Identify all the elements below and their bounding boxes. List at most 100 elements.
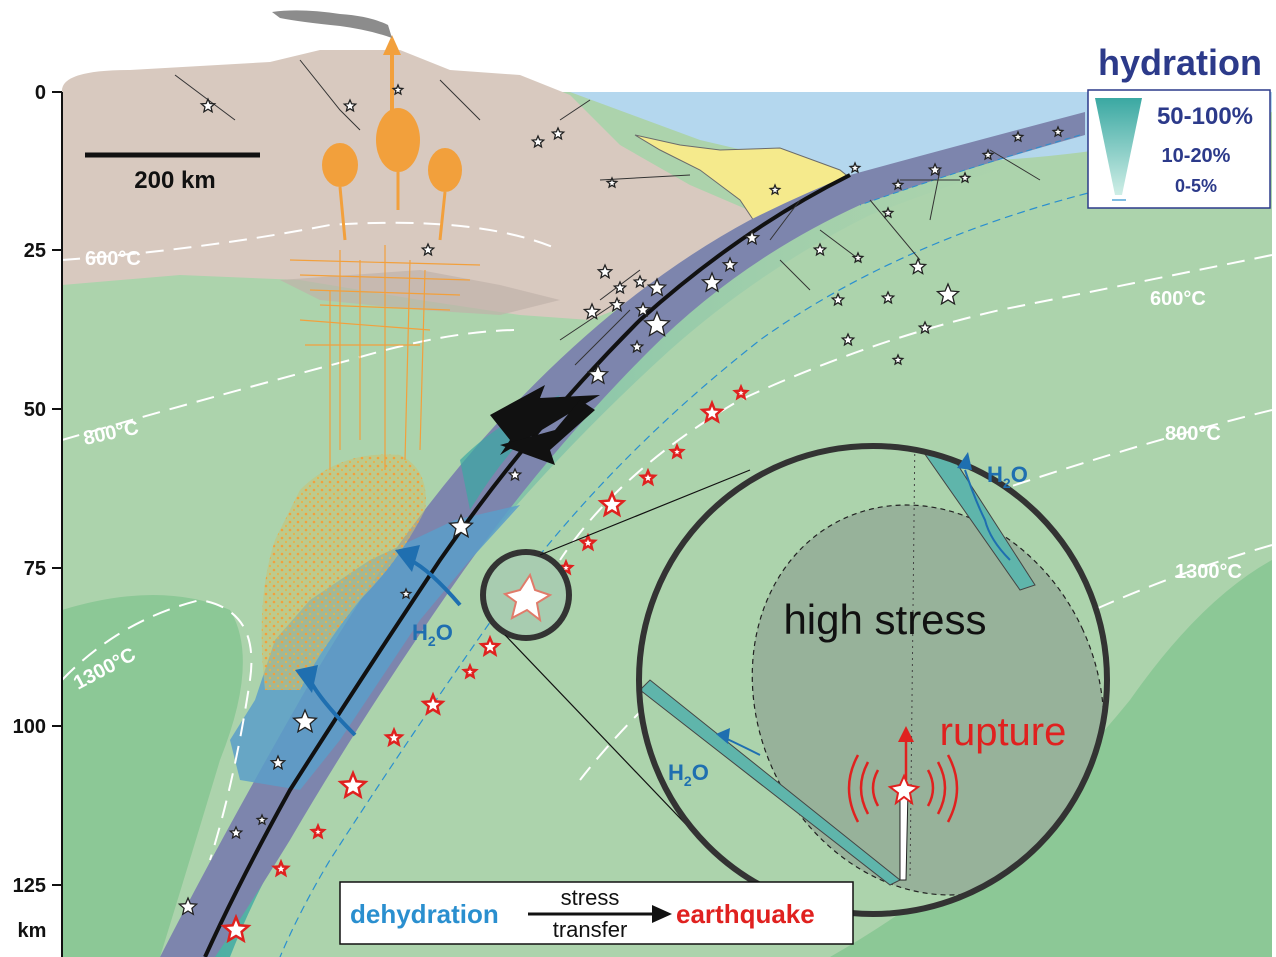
h2o-label-vein-lower: H2O xyxy=(668,760,709,789)
deep-mantle-left xyxy=(62,595,243,957)
red-earthquake-star xyxy=(383,726,405,748)
white-earthquake-star xyxy=(880,290,896,305)
white-earthquake-star xyxy=(848,161,862,174)
white-earthquake-star xyxy=(891,178,905,191)
red-earthquake-star xyxy=(478,634,502,657)
connector-top xyxy=(539,469,751,556)
h2o-arrowhead-1 xyxy=(395,545,420,572)
white-earthquake-star xyxy=(391,83,405,96)
caption-earthquake: earthquake xyxy=(676,899,815,929)
white-earthquake-star xyxy=(291,708,319,734)
red-earthquake-star xyxy=(309,822,327,840)
plate-interface xyxy=(203,173,851,957)
white-earthquake-star xyxy=(881,206,895,219)
depth-unit: km xyxy=(18,920,47,942)
rupture-arrowhead xyxy=(898,726,914,742)
white-earthquake-star xyxy=(935,282,961,306)
hydration-legend-wedge xyxy=(1095,98,1142,195)
shear-arrows xyxy=(490,385,600,465)
white-earthquake-star xyxy=(530,134,546,149)
white-earthquake-star xyxy=(700,271,724,293)
white-earthquake-star xyxy=(851,251,865,264)
hydration-level-low: 0-5% xyxy=(1175,176,1217,196)
caption-dehydration: dehydration xyxy=(350,899,499,929)
isotherm-label-600-left: 600°C xyxy=(85,248,141,270)
white-earthquake-star xyxy=(642,310,672,337)
volcanic-plume xyxy=(272,10,392,38)
white-earthquake-star xyxy=(399,587,413,600)
white-earthquake-star xyxy=(908,257,928,275)
red-earthquake-stars xyxy=(220,383,750,944)
white-earthquake-star xyxy=(1051,125,1065,138)
white-earthquake-star xyxy=(420,242,436,257)
depth-tick-label: 50 xyxy=(24,399,46,421)
white-earthquake-star xyxy=(586,363,610,385)
caption-arrowhead xyxy=(652,905,672,923)
white-earthquake-star xyxy=(228,825,244,840)
white-earthquake-star xyxy=(632,274,648,289)
white-earthquake-star xyxy=(507,467,523,482)
red-earthquake-star xyxy=(699,399,725,424)
white-earthquake-star xyxy=(917,320,933,335)
white-earthquake-stars xyxy=(177,83,1065,916)
isotherm-label-800-right: 800°C xyxy=(1165,423,1221,445)
white-earthquake-star xyxy=(447,513,475,539)
white-earthquake-star xyxy=(743,229,761,246)
red-earthquake-star xyxy=(220,913,252,944)
white-earthquake-star xyxy=(646,277,668,297)
red-earthquake-star xyxy=(578,532,598,552)
depth-tick-label: 25 xyxy=(24,240,46,262)
h2o-arrowhead-2 xyxy=(295,665,318,693)
h2o-label-vein-upper: H2O xyxy=(987,462,1028,491)
depth-tick-label: 75 xyxy=(24,558,46,580)
small-magnifier-star xyxy=(502,572,553,623)
continental-crust xyxy=(61,50,760,320)
white-earthquake-star xyxy=(177,896,199,916)
white-earthquake-star xyxy=(342,98,358,113)
caption-stress: stress xyxy=(561,885,620,910)
slab-top-dashed xyxy=(859,134,1081,206)
depth-tick-label: 100 xyxy=(13,716,46,738)
high-stress-label: high stress xyxy=(783,596,986,643)
rupture-label: rupture xyxy=(940,710,1067,754)
white-earthquake-star xyxy=(582,302,602,320)
white-earthquake-star xyxy=(891,353,905,366)
white-earthquake-star xyxy=(634,301,652,318)
white-earthquake-star xyxy=(608,296,626,313)
white-earthquake-star xyxy=(596,263,614,280)
hydration-level-mid: 10-20% xyxy=(1162,145,1231,167)
white-earthquake-star xyxy=(612,280,628,295)
isotherm-label-600-right: 600°C xyxy=(1150,288,1206,310)
slab-moho-dashed xyxy=(279,189,1101,957)
scale-bar-label: 200 km xyxy=(134,167,215,194)
depth-tick-label: 0 xyxy=(35,82,46,104)
vein-upper xyxy=(913,446,1036,591)
white-earthquake-star xyxy=(199,97,217,114)
white-earthquake-star xyxy=(255,813,269,826)
rupture-star xyxy=(887,773,921,806)
depth-tick-label: 125 xyxy=(13,875,46,897)
melt-dots xyxy=(261,454,426,690)
rupture-crack xyxy=(899,789,909,881)
h2o-vein-arrowhead-upper xyxy=(957,452,972,470)
hydration-legend-title: hydration xyxy=(1098,42,1262,83)
white-earthquake-star xyxy=(721,256,739,273)
white-earthquake-star xyxy=(605,176,619,189)
caption-transfer: transfer xyxy=(553,917,628,942)
white-earthquake-star xyxy=(768,183,782,196)
white-earthquake-star xyxy=(927,162,943,177)
deep-mantle-right xyxy=(830,560,1272,957)
rupture-signal xyxy=(847,735,959,823)
red-earthquake-star xyxy=(597,489,627,518)
red-earthquake-star xyxy=(420,691,446,716)
red-earthquake-star xyxy=(461,662,479,680)
subducting-slab xyxy=(160,112,1085,957)
white-earthquake-star xyxy=(958,171,972,184)
red-earthquake-star xyxy=(732,383,750,401)
red-earthquake-star xyxy=(638,467,658,487)
red-earthquake-star xyxy=(271,858,291,878)
red-earthquake-star xyxy=(668,442,686,460)
white-earthquake-star xyxy=(269,754,287,771)
white-earthquake-star xyxy=(840,332,856,347)
